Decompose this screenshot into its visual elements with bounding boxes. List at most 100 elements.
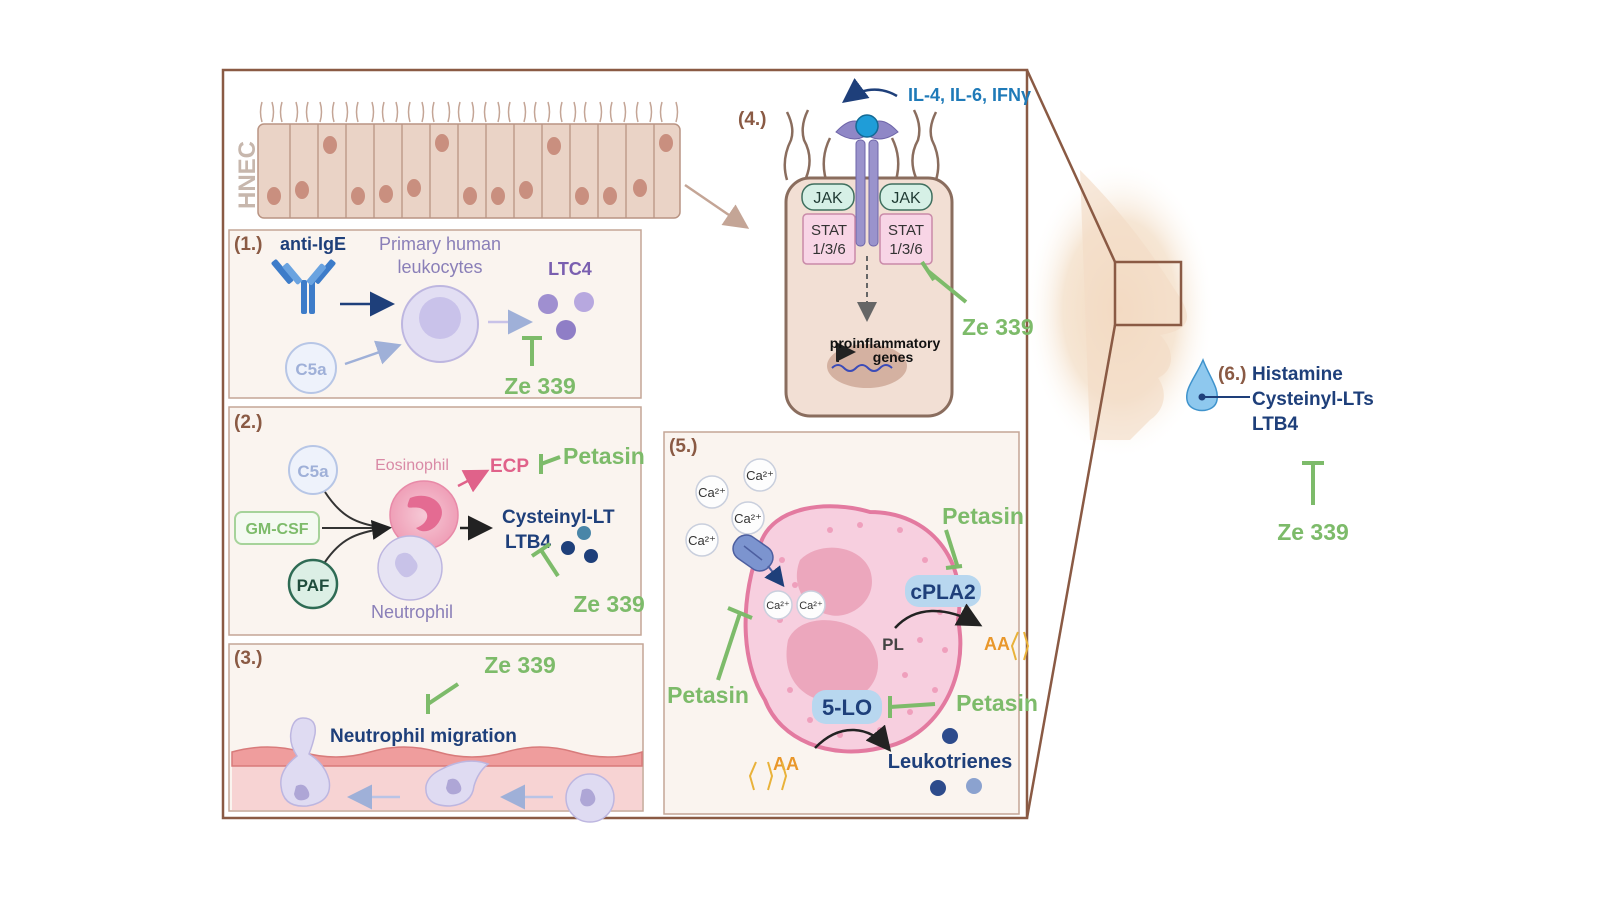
inhibitor-symbol	[716, 606, 753, 681]
c5a-circle-2	[288, 445, 338, 495]
paf-circle	[287, 558, 339, 610]
petasin-label-panel2: Petasin	[563, 443, 645, 469]
calcium-label: Ca²⁺	[766, 600, 790, 612]
neutrophil-nucleus	[395, 552, 418, 578]
panel-1-number: (1.)	[234, 234, 263, 255]
calcium-label: Ca²⁺	[688, 533, 716, 548]
calcium-label: Ca²⁺	[734, 511, 762, 526]
inhibitor-symbol	[539, 454, 561, 474]
calcium-label: Ca²⁺	[799, 600, 823, 612]
leukotriene-dot	[966, 778, 982, 794]
leukotrienes-label: Leukotrienes	[888, 751, 1012, 773]
ltb4-label: LTB4	[505, 532, 552, 553]
stat-left-line2: 1/3/6	[812, 241, 845, 258]
calcium-channel	[732, 534, 774, 572]
ltc4-dot	[574, 292, 594, 312]
ltc4-label: LTC4	[548, 259, 592, 279]
stat-left-box	[802, 213, 856, 265]
face-profile	[1025, 160, 1215, 460]
eosinophil-lobe-lower	[786, 620, 879, 703]
ze339-label-panel1: Ze 339	[504, 373, 576, 399]
ze339-label-panel2: Ze 339	[573, 591, 645, 617]
leukotriene-dot	[930, 780, 946, 796]
inhibitor-symbol	[1302, 461, 1324, 505]
five-lo-reaction-arrow	[814, 724, 892, 752]
stat-right-line2: 1/3/6	[889, 241, 922, 258]
cytokine-arrow	[841, 78, 898, 103]
transcription-arrow-icon	[836, 342, 856, 362]
lt-dot	[561, 541, 575, 555]
histamine-label: Histamine	[1252, 364, 1343, 385]
calcium-influx-arrow	[764, 565, 785, 588]
lt-dot	[577, 526, 591, 540]
neutrophil-label: Neutrophil	[371, 602, 453, 622]
ze339-label-panel6: Ze 339	[1277, 519, 1349, 545]
gmcsf-box	[234, 511, 320, 545]
migrating-neutrophils	[280, 717, 615, 823]
genes-line2: genes	[873, 349, 914, 365]
inhibitor-symbol	[944, 529, 963, 570]
stat-right-line1: STAT	[888, 222, 924, 239]
zoom-line-bottom	[1025, 324, 1117, 819]
calcium-ion-inner	[796, 590, 826, 620]
stimulus-converge-lines	[322, 491, 392, 563]
cytokine-receptor	[835, 114, 899, 247]
nose-zoom-box	[1113, 260, 1183, 327]
cysteinyl-lt-label: Cysteinyl-LT	[502, 507, 615, 528]
aa-molecule-icon	[1010, 631, 1030, 661]
dna-icon	[831, 364, 893, 372]
ltc4-dot	[556, 320, 576, 340]
cpla2-label: cPLA2	[910, 581, 975, 604]
inhibitor-symbol	[530, 542, 560, 578]
cpla2-box	[905, 575, 981, 607]
panel-6-number: (6.)	[1218, 364, 1247, 385]
jak-right-label: JAK	[891, 190, 921, 207]
hnec-epithelium	[257, 101, 681, 219]
ecp-label: ECP	[490, 456, 529, 477]
calcium-label: Ca²⁺	[746, 468, 774, 483]
leukotriene-dot	[942, 728, 958, 744]
c5a-label-2: C5a	[297, 462, 329, 481]
stat-left-line1: STAT	[811, 222, 847, 239]
c5a-arrow-1	[344, 340, 402, 366]
cysteinyl-lts-label: Cysteinyl-LTs	[1252, 389, 1374, 410]
calcium-label: Ca²⁺	[698, 485, 726, 500]
petasin-label-top: Petasin	[942, 503, 1024, 529]
petasin-label-bottom: Petasin	[956, 690, 1038, 716]
hnec-to-cell-arrow	[684, 183, 750, 229]
jak-right-box	[879, 183, 933, 211]
leukocytes-line1: Primary human	[379, 234, 501, 254]
cell-cilia	[783, 109, 940, 181]
aa-label-right: AA	[984, 634, 1010, 654]
neutrophil-migration-label: Neutrophil migration	[330, 726, 517, 747]
eosinophil-nucleus	[407, 495, 442, 532]
zoom-line-top	[1025, 69, 1117, 263]
stat-right-box	[879, 213, 933, 265]
leukocyte-nucleus	[419, 297, 461, 339]
paf-label: PAF	[297, 576, 330, 595]
inhibitor-symbol	[522, 336, 542, 366]
inhibitor-symbol	[888, 696, 936, 718]
jak-left-label: JAK	[813, 190, 843, 207]
calcium-ions	[685, 458, 777, 557]
panel-3-number: (3.)	[234, 648, 263, 669]
aa-label-left: AA	[773, 754, 799, 774]
aa-molecule-icon	[748, 761, 788, 791]
eosinophil-label: Eosinophil	[375, 457, 449, 474]
pl-label: PL	[882, 635, 904, 654]
jak-left-box	[801, 183, 855, 211]
panel-5-number: (5.)	[669, 436, 698, 457]
ltb4-label-panel6: LTB4	[1252, 414, 1299, 435]
granules	[777, 522, 948, 738]
droplet-dot	[1198, 393, 1206, 401]
cytokines-label: IL-4, IL-6, IFNγ	[908, 85, 1031, 105]
anti-ige-label: anti-IgE	[280, 234, 346, 254]
c5a-label-1: C5a	[295, 360, 327, 379]
leukocytes-line2: leukocytes	[397, 257, 482, 277]
inhibitor-symbol	[920, 260, 968, 304]
ze339-label-panel3: Ze 339	[484, 652, 556, 678]
lt-dot	[584, 549, 598, 563]
cpla2-reaction-arrow	[894, 603, 983, 629]
calcium-ion-inner	[763, 590, 793, 620]
